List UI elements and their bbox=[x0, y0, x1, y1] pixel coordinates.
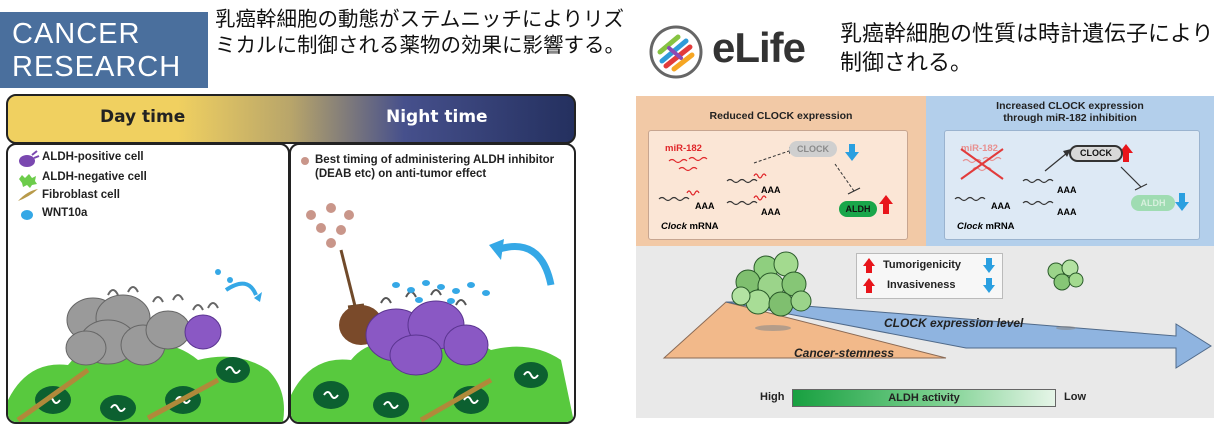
aldh-positive-cell-icon bbox=[19, 150, 40, 167]
aaa-label: AAA bbox=[761, 185, 781, 195]
aldh-low-label: Low bbox=[1064, 391, 1086, 403]
clock-pill: CLOCK bbox=[789, 141, 837, 157]
clock-mrna-rest: mRNA bbox=[686, 221, 719, 232]
cancer-stemness-label: Cancer-stemness bbox=[794, 346, 895, 360]
night-time-label: Night time bbox=[386, 107, 488, 127]
legend-label: ALDH-negative cell bbox=[42, 171, 147, 183]
aldh-pill: ALDH bbox=[839, 201, 877, 217]
stemness-expression-diagram bbox=[662, 251, 1212, 369]
legend-label: ALDH-positive cell bbox=[42, 151, 144, 163]
aldh-negative-cell-icon bbox=[19, 174, 37, 188]
increased-title-line-2: through miR-182 inhibition bbox=[1003, 112, 1137, 124]
mirna-label: miR-182 bbox=[665, 143, 702, 154]
elife-logo-text: eLife bbox=[712, 24, 806, 71]
day-tumor-illustration bbox=[8, 269, 284, 422]
legend-icons bbox=[18, 150, 40, 220]
aldh-high-label: High bbox=[760, 391, 785, 403]
up-arrow-icon bbox=[863, 258, 875, 273]
down-arrow-icon bbox=[983, 258, 995, 273]
day-night-timeline: Day time Night time bbox=[6, 94, 576, 144]
clock-mrna-rest: mRNA bbox=[982, 221, 1015, 232]
night-time-panel: Best timing of administering ALDH inhibi… bbox=[289, 143, 576, 424]
up-arrow-icon bbox=[863, 278, 875, 293]
down-arrow-icon bbox=[983, 278, 995, 293]
down-arrow-icon bbox=[845, 144, 859, 161]
reduced-mechanism-box: miR-182 AAA AAA AAA CLOCK bbox=[648, 130, 908, 240]
clock-mrna-label: Clock mRNA bbox=[661, 221, 719, 232]
cancer-research-logo: CANCER RESEARCH bbox=[0, 12, 208, 88]
aldh-activity-bar: ALDH activity bbox=[792, 389, 1056, 407]
night-tumor-illustration bbox=[291, 203, 574, 422]
aaa-label: AAA bbox=[761, 207, 781, 217]
increased-mechanism-lines bbox=[954, 144, 1189, 211]
aaa-label: AAA bbox=[1057, 185, 1077, 195]
aaa-label: AAA bbox=[695, 201, 715, 211]
reduced-title: Reduced CLOCK expression bbox=[709, 110, 853, 122]
clock-mrna-label: Clock mRNA bbox=[957, 221, 1015, 232]
legend-label: WNT10a bbox=[42, 207, 88, 219]
effects-box: Tumorigenicity Invasiveness bbox=[856, 253, 1003, 299]
clock-pill: CLOCK bbox=[1069, 145, 1123, 162]
increased-mechanism-box: miR-182 AAA AAA AAA CLOCK ALDH Clock mRN… bbox=[944, 130, 1200, 240]
clock-expression-label: CLOCK expression level bbox=[884, 316, 1024, 330]
cancer-research-caption: 乳癌幹細胞の動態がステムニッチによりリズミカルに制御される薬物の効果に影響する。 bbox=[215, 7, 625, 57]
wnt10a-icon bbox=[21, 210, 33, 220]
reduced-mechanism-lines bbox=[658, 144, 893, 214]
legend-label: Fibroblast cell bbox=[42, 189, 120, 201]
aaa-label: AAA bbox=[991, 201, 1011, 211]
elife-caption: 乳癌幹細胞の性質は時計遺伝子により制御される。 bbox=[840, 22, 1214, 76]
up-arrow-icon bbox=[879, 195, 893, 214]
invasiveness-label: Invasiveness bbox=[887, 279, 956, 291]
aaa-label: AAA bbox=[1057, 207, 1077, 217]
night-description: Best timing of administering ALDH inhibi… bbox=[315, 154, 555, 180]
down-arrow-icon bbox=[1175, 193, 1189, 211]
down-arrows bbox=[983, 258, 995, 293]
fibroblast-cell-icon bbox=[18, 189, 38, 201]
logo-line-1: CANCER bbox=[12, 18, 141, 50]
day-time-panel: ALDH-positive cell ALDH-negative cell Fi… bbox=[6, 143, 290, 424]
logo-line-2: RESEARCH bbox=[12, 51, 182, 83]
aldh-pill: ALDH bbox=[1131, 195, 1175, 211]
elife-logo-icon bbox=[649, 25, 703, 79]
cross-icon bbox=[960, 148, 1004, 180]
mirna-label: miR-182 bbox=[961, 143, 998, 154]
aldh-activity-label: ALDH activity bbox=[888, 392, 960, 404]
large-tumor-cluster bbox=[731, 251, 812, 317]
small-tumor-cluster bbox=[1047, 259, 1084, 291]
bullet-icon bbox=[301, 157, 309, 165]
up-arrows bbox=[863, 258, 875, 293]
day-time-label: Day time bbox=[100, 107, 186, 127]
clock-mrna-italic: Clock bbox=[661, 221, 687, 232]
increased-title-line-1: Increased CLOCK expression bbox=[996, 100, 1144, 112]
elife-figure: Reduced CLOCK expression miR-182 bbox=[636, 96, 1214, 418]
cancer-stemness-wedge bbox=[662, 301, 947, 359]
tumorigenicity-label: Tumorigenicity bbox=[883, 259, 962, 271]
clock-mrna-italic: Clock bbox=[957, 221, 983, 232]
clock-expression-arrow bbox=[725, 301, 1212, 369]
